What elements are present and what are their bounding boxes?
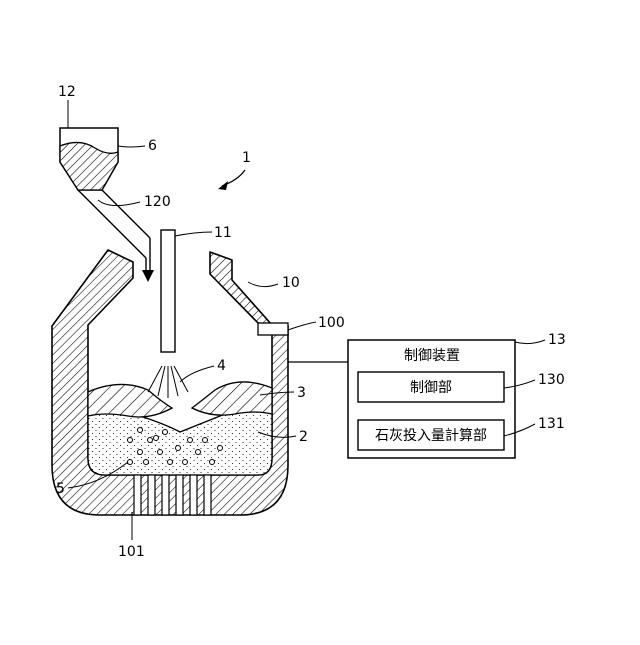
lime-calc-unit-label: 石灰投入量計算部	[375, 428, 487, 444]
label-120: 120	[144, 194, 171, 210]
label-11: 11	[214, 225, 232, 241]
label-4: 4	[217, 358, 226, 374]
label-101: 101	[118, 544, 145, 560]
label-10: 10	[282, 275, 300, 291]
label-1: 1	[242, 150, 251, 166]
label-131: 131	[538, 416, 565, 432]
label1-arrowhead	[218, 181, 228, 190]
control-unit-label: 制御部	[410, 380, 452, 396]
molten-metal	[88, 411, 272, 475]
label-130: 130	[538, 372, 565, 388]
label-3: 3	[297, 385, 306, 401]
label-5: 5	[56, 481, 65, 497]
label-100: 100	[318, 315, 345, 331]
control-device-title: 制御装置	[404, 348, 460, 364]
label-12: 12	[58, 84, 76, 100]
label-2: 2	[299, 429, 308, 445]
oxygen-jet	[148, 366, 188, 398]
oxygen-lance	[161, 230, 175, 352]
slag-right	[192, 382, 272, 415]
sensor-100	[258, 323, 288, 335]
chute-arrow	[142, 270, 154, 282]
label-13: 13	[548, 332, 566, 348]
label-6: 6	[148, 138, 157, 154]
